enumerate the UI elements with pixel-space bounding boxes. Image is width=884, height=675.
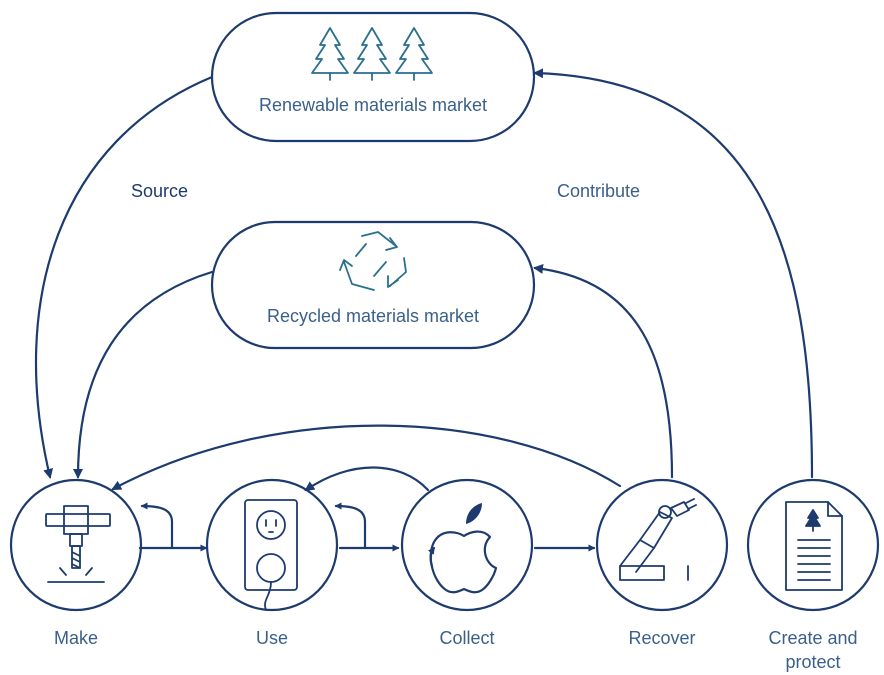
use-circle [205, 478, 339, 612]
contribute-recycled-arrow [533, 263, 674, 479]
recycle-icon [339, 231, 407, 291]
recover-circle [595, 478, 729, 612]
apple-logo-icon [427, 503, 498, 594]
robot-arm-icon [619, 498, 697, 581]
source-renewable-arrow [34, 75, 214, 479]
tree-icon [353, 27, 391, 81]
contribute-renewable-arrow [533, 68, 814, 479]
create-protect-label-line2: protect [785, 652, 841, 672]
create-protect-circle [746, 478, 880, 612]
renewable-market-pill [210, 11, 536, 143]
recycled-market-pill [210, 220, 536, 350]
source-label: Source [131, 181, 189, 201]
create-protect-label-line1: Create and [768, 628, 858, 648]
recover-label: Recover [628, 628, 696, 648]
tree-icon [395, 27, 433, 81]
collect-return-hook [334, 502, 367, 550]
recover-to-make-arrow [111, 424, 622, 491]
collect-label: Collect [439, 628, 495, 648]
make-label: Make [53, 628, 99, 648]
tree-icon [311, 27, 349, 81]
contribute-label: Contribute [557, 181, 641, 201]
document-icon [785, 501, 843, 591]
drill-icon [45, 505, 111, 583]
make-circle [9, 478, 143, 612]
collect-circle [400, 478, 534, 612]
source-recycled-arrow [73, 270, 214, 479]
use-return-hook [140, 502, 174, 550]
power-outlet-icon [244, 499, 298, 611]
renewable-market-label: Renewable materials market [258, 95, 488, 115]
collect-to-use-arrow [304, 466, 430, 492]
use-label: Use [255, 628, 289, 648]
recycled-market-label: Recycled materials market [266, 306, 480, 326]
